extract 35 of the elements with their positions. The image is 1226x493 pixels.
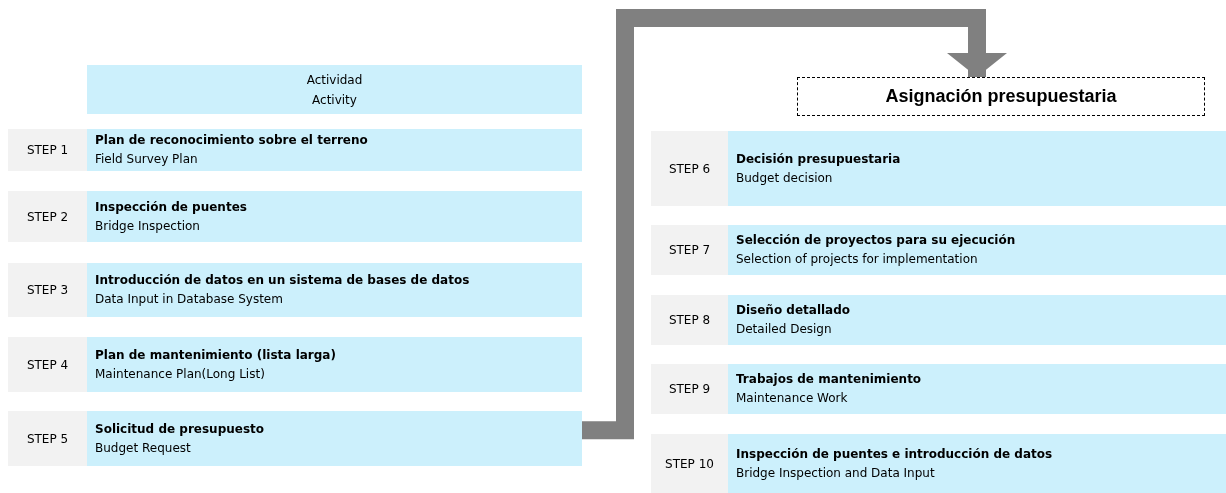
activity-title: Inspección de puentes: [95, 198, 248, 216]
activity-subtitle: Bridge Inspection: [95, 217, 201, 235]
header-background: [87, 65, 582, 114]
step-label: STEP 4: [8, 337, 87, 392]
activity-subtitle: Selection of projects for implementation: [736, 251, 979, 268]
step-label: STEP 3: [8, 263, 87, 317]
activity-subtitle: Data Input in Database System: [95, 291, 284, 308]
step-label: STEP 6: [651, 131, 728, 206]
activity-title: Introducción de datos en un sistema de bases de datos: [95, 272, 471, 289]
activity-subtitle: Maintenance Plan(Long List): [95, 365, 266, 383]
activity-subtitle: Field Survey Plan: [95, 151, 199, 168]
activity-subtitle: Budget decision: [736, 169, 834, 187]
activity-subtitle: Budget Request: [95, 439, 192, 457]
activity-subtitle: Bridge Inspection and Data Input: [736, 464, 936, 482]
step-label: STEP 2: [8, 191, 87, 242]
activity-title: Selección de proyectos para su ejecución: [736, 232, 1017, 249]
activity-subtitle: Maintenance Work: [736, 390, 849, 407]
header-text: Activity: [312, 91, 357, 109]
step-label: STEP 8: [651, 295, 728, 345]
step-label: STEP 7: [651, 225, 728, 275]
arrow: [582, 9, 1007, 440]
activity-title: Plan de mantenimiento (lista larga): [95, 346, 337, 364]
section-title-box: Asignación presupuestaria: [797, 77, 1205, 116]
step-label: STEP 5: [8, 411, 87, 466]
step-label: STEP 1: [8, 129, 87, 171]
activity-subtitle: Detailed Design: [736, 321, 833, 338]
activity-title: Solicitud de presupuesto: [95, 420, 266, 438]
header-text: Actividad: [306, 71, 363, 89]
activity-title: Plan de reconocimiento sobre el terreno: [95, 132, 369, 149]
activity-title: Decisión presupuestaria: [736, 150, 902, 168]
activity-title: Inspección de puentes e introducción de datos: [736, 445, 1054, 463]
step-label: STEP 10: [651, 434, 728, 493]
step-label: STEP 9: [651, 364, 728, 414]
activity-title: Trabajos de mantenimiento: [736, 371, 923, 388]
activity-title: Diseño detallado: [736, 302, 852, 319]
